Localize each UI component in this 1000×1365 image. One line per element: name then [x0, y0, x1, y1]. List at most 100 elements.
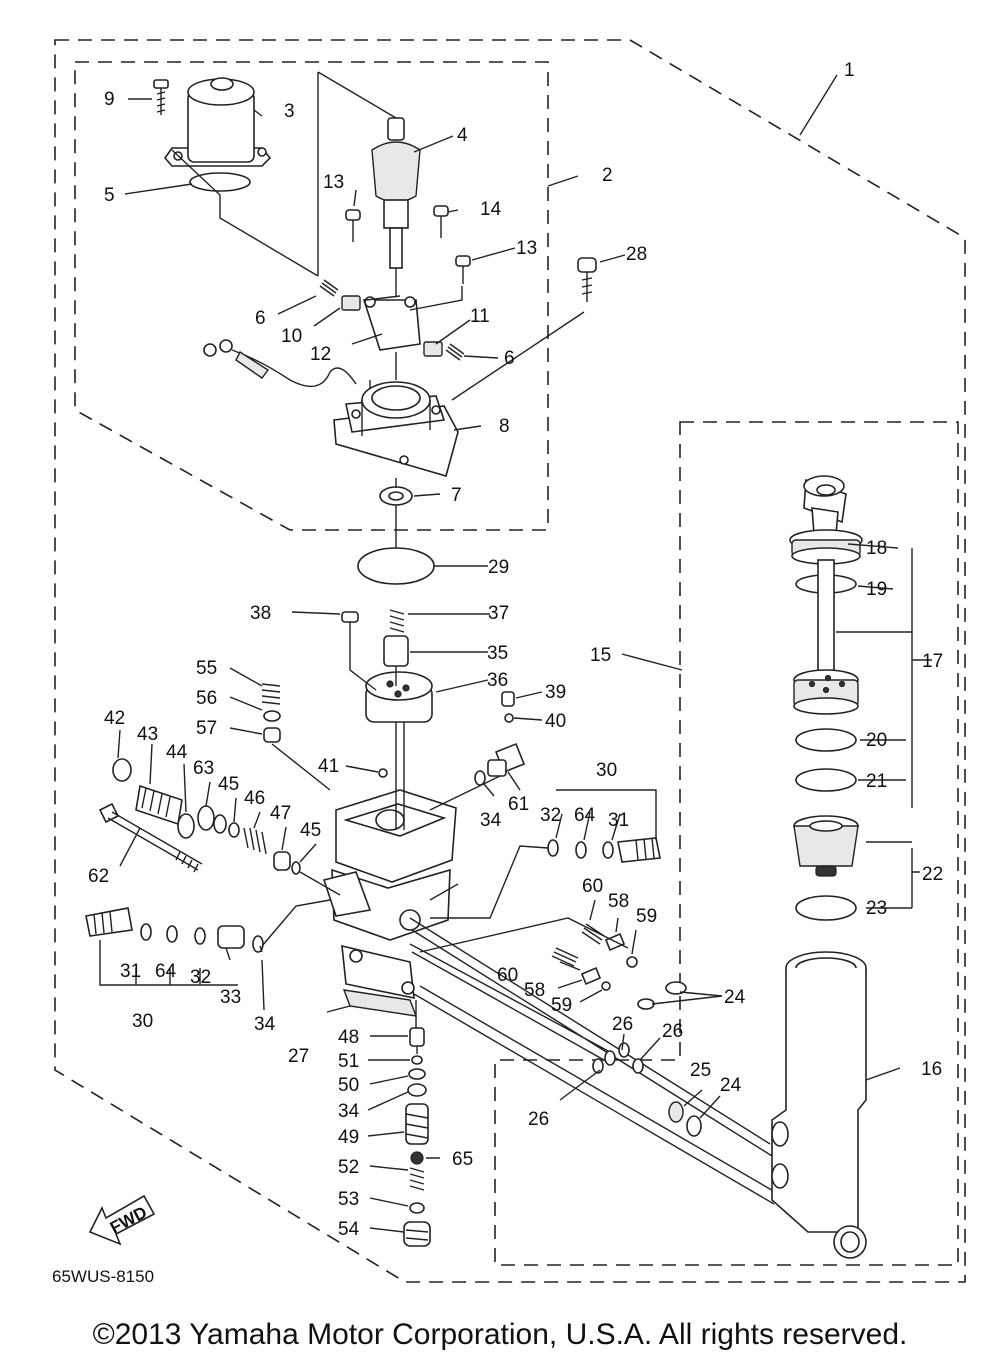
assembly-15-boundary [494, 421, 959, 1266]
leader-lines-upper [171, 71, 585, 548]
callout-3: 3 [284, 101, 295, 122]
bolt-62 [98, 802, 203, 873]
callout-64a: 64 [574, 805, 596, 826]
pump-body [322, 789, 457, 1000]
check-valve-30b [85, 907, 264, 953]
callout-26a: 26 [612, 1014, 633, 1035]
backup-ring-25 [668, 1101, 684, 1123]
piston-rod-17 [789, 475, 863, 715]
callout-55: 55 [196, 658, 217, 679]
callout-7: 7 [451, 485, 462, 506]
callout-24b: 24 [720, 1075, 742, 1096]
callout-30a: 30 [596, 760, 617, 781]
ring-51 [411, 1055, 423, 1065]
callout-53: 53 [338, 1189, 359, 1210]
copyright-notice: ©2013 Yamaha Motor Corporation, U.S.A. A… [92, 1318, 908, 1351]
screw-13a [345, 209, 361, 242]
screw-9 [153, 79, 169, 115]
callout-43: 43 [137, 724, 158, 745]
callout-31a: 31 [608, 810, 629, 831]
spring-52 [409, 1167, 425, 1191]
callout-45b: 45 [300, 820, 321, 841]
callout-13b: 13 [516, 238, 537, 259]
callout-29: 29 [488, 557, 509, 578]
brush-holder-12 [362, 296, 421, 351]
manual-valve-43 [135, 784, 183, 826]
callout-63: 63 [193, 758, 214, 779]
screw-58b [580, 966, 602, 986]
callout-4: 4 [457, 125, 468, 146]
callout-52: 52 [338, 1157, 359, 1178]
callout-56: 56 [196, 688, 217, 709]
brush-11 [423, 341, 443, 357]
callout-5: 5 [104, 185, 115, 206]
callout-23: 23 [866, 898, 887, 919]
callout-42: 42 [104, 708, 125, 729]
diagram-code: 65WUS-8150 [52, 1267, 154, 1286]
o-ring-63b [213, 814, 227, 834]
callout-36: 36 [487, 670, 508, 691]
callout-49: 49 [338, 1127, 359, 1148]
o-ring-21 [795, 768, 857, 792]
lead-wire [203, 339, 357, 388]
callout-64b: 64 [155, 961, 177, 982]
callout-50: 50 [338, 1075, 359, 1096]
o-ring-24b [637, 998, 655, 1010]
callout-28: 28 [626, 244, 647, 265]
callout-65: 65 [452, 1149, 473, 1170]
callout-11: 11 [470, 306, 490, 327]
seat-57 [263, 727, 281, 743]
circlip-42 [112, 758, 132, 782]
callout-21: 21 [866, 771, 887, 792]
o-ring-26a [604, 1050, 616, 1066]
callout-13a: 13 [323, 172, 344, 193]
spool-44 [177, 813, 195, 839]
o-ring-23 [795, 895, 857, 921]
callout-37: 37 [488, 603, 509, 624]
callout-59a: 59 [636, 906, 657, 927]
plug-54 [403, 1221, 431, 1247]
callout-60b: 60 [497, 965, 518, 986]
spacer-35 [383, 635, 409, 667]
callout-2: 2 [602, 165, 613, 186]
o-ring-26c [632, 1058, 644, 1074]
plug-61 [487, 742, 526, 777]
leader-lines-middle [261, 642, 629, 1028]
assembly-2-boundary [74, 61, 549, 531]
callout-24a: 24 [724, 987, 746, 1008]
o-ring-53 [409, 1202, 425, 1214]
callout-32a: 32 [540, 805, 561, 826]
fwd-arrow-icon: FWD [88, 1194, 156, 1246]
ball-65 [410, 1151, 424, 1165]
callout-27: 27 [288, 1046, 309, 1067]
o-ring-34c [407, 1083, 427, 1097]
callout-leaders [99, 74, 932, 1233]
screw-38 [341, 611, 359, 642]
brush-10 [341, 295, 361, 311]
callout-26c: 26 [528, 1109, 549, 1130]
callout-25: 25 [690, 1060, 711, 1081]
callout-12: 12 [310, 344, 331, 365]
o-ring-29 [357, 547, 435, 585]
assembly-1-boundary [54, 39, 966, 1283]
callout-35: 35 [487, 643, 508, 664]
callout-58a: 58 [608, 891, 629, 912]
spring-46 [243, 827, 267, 855]
callout-34a: 34 [480, 810, 502, 831]
screw-14 [433, 205, 449, 238]
callout-8: 8 [499, 416, 510, 437]
o-ring-63 [197, 805, 215, 831]
callout-40: 40 [545, 711, 566, 732]
callout-39: 39 [545, 682, 566, 703]
plunger-47 [273, 851, 291, 871]
callout-51: 51 [338, 1051, 359, 1072]
callout-34b: 34 [254, 1014, 276, 1035]
callout-34c: 34 [338, 1101, 360, 1122]
o-ring-20 [795, 728, 857, 752]
motor-base-8 [333, 381, 459, 477]
callout-60a: 60 [582, 876, 603, 897]
spring-55 [261, 683, 281, 705]
callout-1: 1 [844, 60, 855, 81]
o-ring-5 [189, 172, 251, 192]
callout-16: 16 [921, 1059, 942, 1080]
